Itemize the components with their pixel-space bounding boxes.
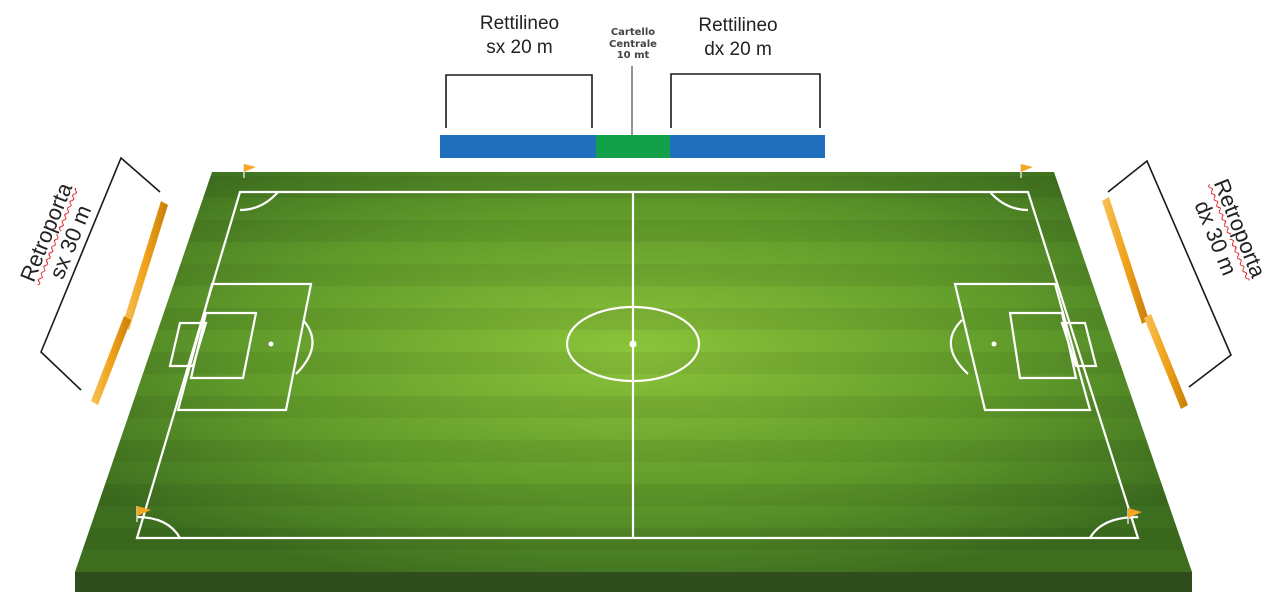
- corner-flag-icon: [1021, 164, 1033, 172]
- corner-flag-icon: [244, 164, 256, 172]
- center-spot: [630, 341, 637, 348]
- board-right-goal-upper: [1102, 197, 1149, 324]
- bracket-left-straight: [446, 75, 592, 128]
- right-penalty-spot: [992, 342, 997, 347]
- left-penalty-spot: [269, 342, 274, 347]
- bracket-right-straight: [671, 74, 820, 128]
- board-center-sign: [596, 135, 670, 158]
- pitch-front-edge: [75, 572, 1192, 592]
- label-center-sign-line2: Centrale: [592, 39, 674, 51]
- board-left-goal-lower: [91, 316, 131, 405]
- label-left-straight-line1: Rettilineo: [452, 12, 587, 36]
- label-left-straight-line2: sx 20 m: [452, 36, 587, 60]
- board-left-goal-upper: [122, 201, 168, 330]
- top-advertising-board: [440, 135, 825, 158]
- label-center-sign-line1: Cartello: [592, 27, 674, 39]
- label-left-straight: Rettilineo sx 20 m: [452, 12, 587, 60]
- label-right-straight-line2: dx 20 m: [670, 38, 806, 62]
- label-right-straight-line1: Rettilineo: [670, 14, 806, 38]
- label-right-straight: Rettilineo dx 20 m: [670, 14, 806, 62]
- measure-brackets-top: [446, 66, 820, 135]
- label-center-sign: Cartello Centrale 10 mt: [592, 27, 674, 62]
- board-right-straight: [670, 135, 825, 158]
- board-right-goal-lower: [1144, 314, 1188, 409]
- label-center-sign-line3: 10 mt: [592, 50, 674, 62]
- board-left-straight: [440, 135, 596, 158]
